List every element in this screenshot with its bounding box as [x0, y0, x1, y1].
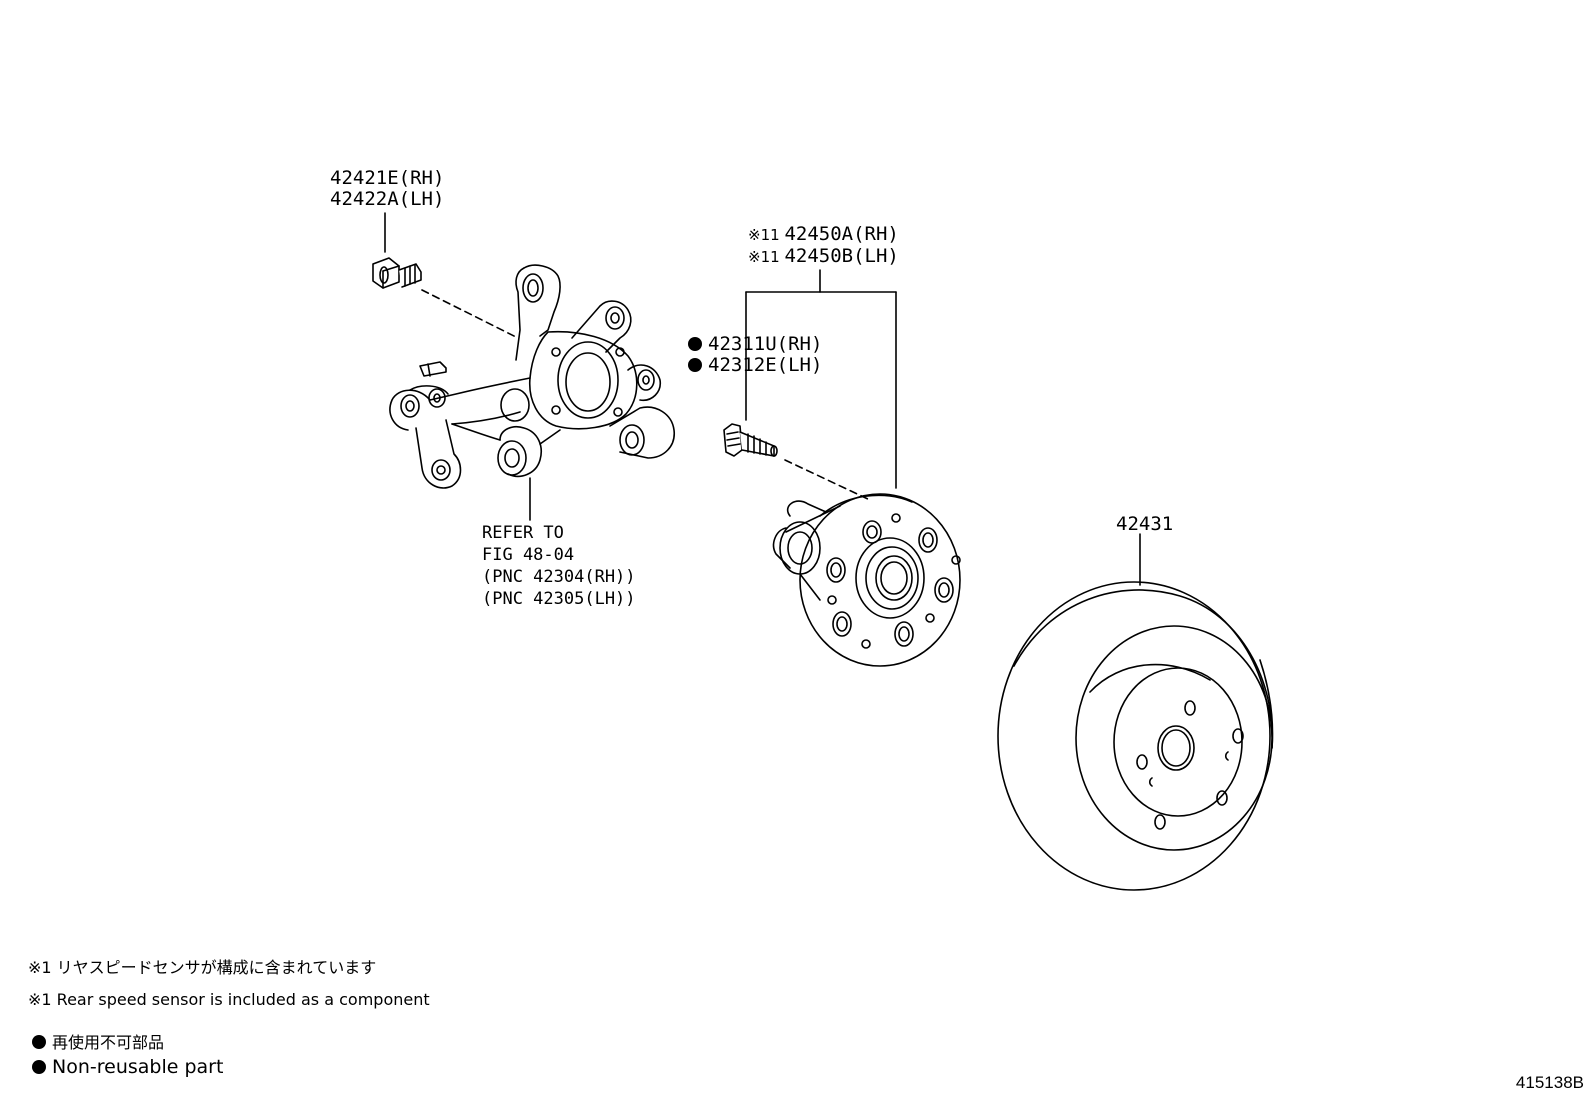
non-reusable-bullet-icon — [688, 337, 702, 351]
knuckle-reference-line-2: FIG 48-04 — [482, 545, 575, 565]
non-reusable-bullet-icon — [32, 1035, 46, 1049]
hub-assy-part-number-lh: 42450B(LH) — [784, 245, 899, 267]
hub-bolt-part-number-lh: 42312E(LH) — [708, 354, 823, 376]
hub-bearing-assembly-icon — [772, 493, 961, 667]
sensor-note-mark: ※1 — [748, 226, 771, 244]
bolt-part-number-rh: 42421E(RH) — [330, 167, 445, 189]
disc-part-number-label: 42431 — [1116, 513, 1174, 535]
non-reusable-bullet-icon — [32, 1060, 46, 1074]
hub-assy-part-number-label: ※11 42450A(RH) ※11 42450B(LH) — [748, 223, 899, 267]
rear-axle-knuckle-icon — [389, 264, 675, 489]
knuckle-reference-label: REFER TO FIG 48-04 (PNC 42304(RH)) (PNC … — [482, 522, 636, 610]
non-reusable-note-english: Non-reusable part — [32, 1057, 223, 1077]
sensor-note-mark: ※1 — [748, 248, 771, 266]
non-reusable-bullet-icon — [688, 358, 702, 372]
hub-bolt-icon — [723, 423, 778, 457]
flange-bolt-icon — [372, 257, 422, 289]
hub-assy-part-number-rh: 42450A(RH) — [784, 223, 899, 245]
hub-bolt-part-number-label: 42311U(RH) 42312E(LH) — [688, 334, 822, 376]
sensor-note-english: ※1 Rear speed sensor is included as a co… — [28, 990, 430, 1009]
disc-brake-rotor-icon — [997, 581, 1274, 891]
non-reusable-note-japanese: 再使用不可部品 — [32, 1033, 164, 1053]
assembly-dashed-lines — [421, 289, 871, 501]
knuckle-reference-line-1: REFER TO — [482, 523, 564, 543]
sensor-note-japanese: ※1 リヤスピードセンサが構成に含まれています — [28, 958, 377, 977]
bolt-part-number-label: 42421E(RH) 42422A(LH) — [330, 168, 444, 210]
hub-bolt-part-number-rh: 42311U(RH) — [708, 333, 823, 355]
leader-lines — [384, 212, 1141, 586]
non-reusable-note-english-text: Non-reusable part — [52, 1056, 224, 1078]
bolt-part-number-lh: 42422A(LH) — [330, 188, 445, 210]
knuckle-reference-line-4: (PNC 42305(LH)) — [482, 589, 636, 609]
figure-id: 415138B — [1515, 1073, 1584, 1092]
knuckle-reference-line-3: (PNC 42304(RH)) — [482, 567, 636, 587]
non-reusable-note-japanese-text: 再使用不可部品 — [52, 1033, 165, 1052]
